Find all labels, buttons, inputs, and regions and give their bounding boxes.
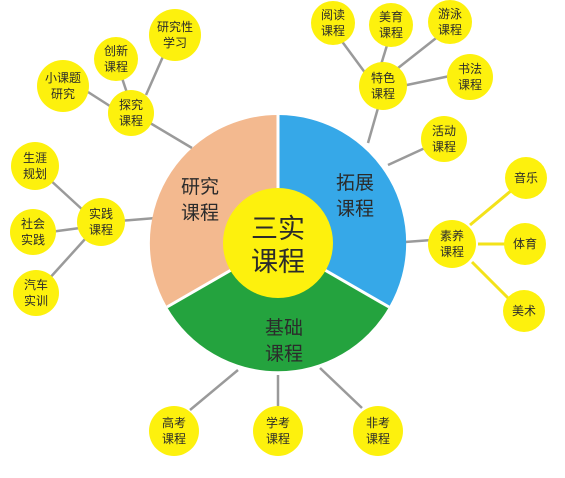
activity-line2: 课程	[432, 139, 456, 154]
connector-quality-music	[469, 188, 513, 227]
foundation-sector-line1: 基础	[265, 317, 303, 339]
calligraphy-line2: 课程	[458, 77, 482, 92]
reading-bubble: 阅读 课程	[311, 1, 355, 45]
research-sector-line1: 研究	[181, 176, 219, 198]
research-study-bubble: 研究性 学习	[149, 9, 201, 61]
art-bubble: 美术	[503, 290, 545, 332]
connector-explore-small-topic	[87, 90, 114, 110]
research-sector-line2: 课程	[181, 202, 219, 224]
innovation-bubble: 创新 课程	[94, 37, 138, 81]
quality-line1: 素养	[440, 228, 464, 243]
foundation-sector-label: 基础 课程	[265, 317, 303, 365]
connector-explore-research-study	[144, 51, 167, 96]
social-line1: 社会	[21, 216, 45, 231]
career-line2: 规划	[23, 166, 47, 181]
reading-line1: 阅读	[321, 8, 345, 22]
connector-practice-career	[47, 177, 86, 213]
quality-bubble: 素养 课程	[428, 220, 476, 268]
center-hub	[223, 188, 333, 298]
research-study-line2: 学习	[163, 35, 187, 50]
gaokao-bubble: 高考 课程	[149, 406, 199, 456]
expansion-sector-line2: 课程	[336, 198, 374, 220]
foundation-sector-line2: 课程	[265, 343, 303, 365]
aesthetic-bubble: 美育 课程	[369, 3, 413, 47]
research-study-line1: 研究性	[157, 19, 193, 34]
special-bubble: 特色 课程	[359, 62, 407, 110]
connector-expansion-quality	[404, 238, 433, 244]
xuekao-bubble: 学考 课程	[253, 406, 303, 456]
gaokao-line1: 高考	[162, 415, 186, 430]
connector-expansion-activity	[387, 146, 426, 167]
aesthetic-line1: 美育	[379, 9, 403, 24]
connector-practice-auto	[47, 237, 87, 281]
practice-line1: 实践	[89, 206, 113, 221]
center-label: 三实 课程	[251, 214, 305, 278]
gaokao-line2: 课程	[162, 431, 186, 446]
practice-line2: 课程	[89, 222, 113, 237]
small-topic-line2: 研究	[51, 86, 75, 101]
connector-quality-art	[470, 260, 512, 302]
quality-branch-lines	[469, 188, 513, 302]
center-line2: 课程	[251, 247, 305, 278]
innovation-line2: 课程	[104, 59, 128, 74]
explore-line2: 课程	[119, 113, 143, 128]
activity-line1: 活动	[432, 124, 456, 138]
career-line1: 生涯	[23, 151, 47, 165]
calligraphy-line1: 书法	[458, 62, 482, 76]
sports-bubble: 体育	[504, 223, 546, 265]
auto-bubble: 汽车 实训	[13, 270, 59, 316]
connector-special-swimming	[392, 34, 441, 73]
xuekao-line2: 课程	[266, 431, 290, 446]
xuekao-line1: 学考	[266, 415, 290, 430]
swimming-line1: 游泳	[438, 7, 462, 21]
auto-line2: 实训	[24, 293, 48, 308]
practice-bubble: 实践 课程	[77, 198, 125, 246]
feikao-bubble: 非考 课程	[353, 406, 403, 456]
research-sector-label: 研究 课程	[181, 176, 219, 224]
feikao-line2: 课程	[366, 431, 390, 446]
swimming-bubble: 游泳 课程	[428, 0, 472, 44]
social-bubble: 社会 实践	[10, 209, 56, 255]
music-bubble: 音乐	[505, 157, 547, 199]
connector-foundation-feikao	[319, 367, 363, 409]
special-line1: 特色	[371, 70, 395, 85]
auto-line1: 汽车	[24, 277, 48, 292]
connector-foundation-gaokao	[189, 369, 239, 411]
career-bubble: 生涯 规划	[11, 142, 59, 190]
innovation-line1: 创新	[104, 43, 128, 58]
connector-expansion-special	[366, 107, 380, 144]
center-line1: 三实	[251, 214, 305, 245]
small-topic-bubble: 小课题 研究	[37, 60, 89, 112]
aesthetic-line2: 课程	[379, 25, 403, 40]
art-label: 美术	[512, 304, 536, 318]
music-label: 音乐	[514, 170, 538, 185]
connector-special-calligraphy	[401, 74, 451, 88]
expansion-sector-label: 拓展 课程	[336, 172, 374, 220]
calligraphy-bubble: 书法 课程	[447, 54, 493, 100]
course-wheel	[149, 114, 407, 372]
small-topic-line1: 小课题	[45, 71, 81, 85]
special-line2: 课程	[371, 86, 395, 101]
explore-bubble: 探究 课程	[108, 90, 154, 136]
expansion-sector-line1: 拓展	[336, 172, 374, 194]
quality-line2: 课程	[440, 244, 464, 259]
activity-bubble: 活动 课程	[421, 116, 467, 162]
explore-line1: 探究	[119, 97, 143, 112]
swimming-line2: 课程	[438, 22, 462, 37]
social-line2: 实践	[21, 232, 45, 247]
reading-line2: 课程	[321, 23, 345, 38]
feikao-line1: 非考	[366, 416, 390, 430]
sports-label: 体育	[513, 236, 537, 251]
